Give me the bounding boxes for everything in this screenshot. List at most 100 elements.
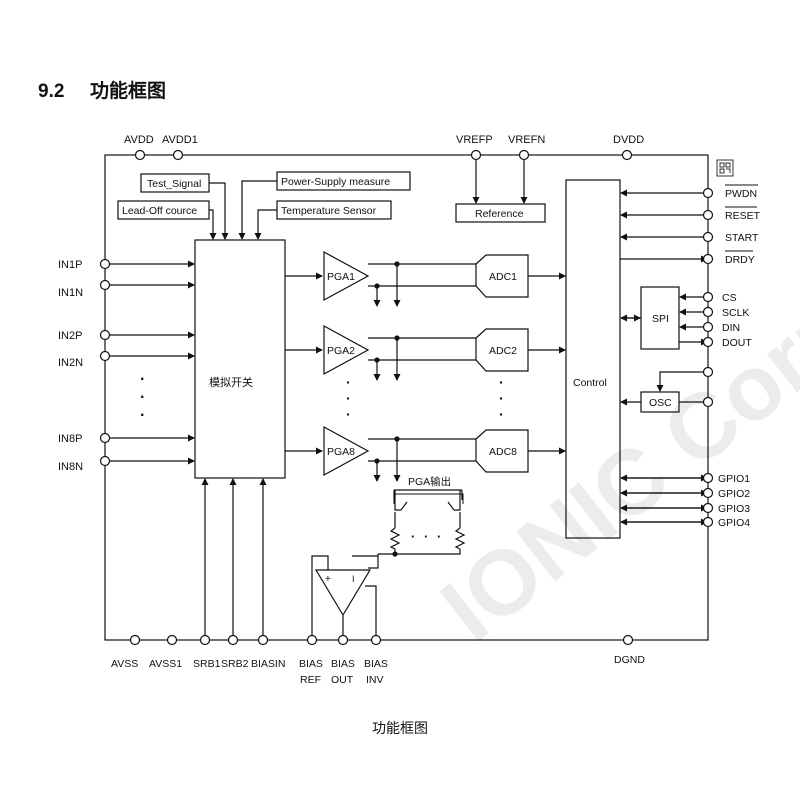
reference-block: [455, 203, 546, 223]
adc-ellipsis-3: ·: [499, 406, 504, 422]
pin-bias-ref: [306, 634, 318, 646]
label-gpio4: GPIO4: [718, 517, 750, 529]
label-in2n: IN2N: [58, 357, 83, 369]
label-srb2: SRB2: [221, 658, 249, 670]
label-in8n: IN8N: [58, 461, 83, 473]
section-heading: 9.2 功能框图: [38, 76, 166, 103]
label-gpio1: GPIO1: [718, 473, 750, 485]
label-pga8: PGA8: [327, 446, 355, 458]
resistor-ellipsis-3: ·: [437, 529, 441, 544]
adc-ellipsis-2: ·: [499, 390, 504, 406]
section-number: 9.2: [38, 81, 65, 102]
label-pga1: PGA1: [327, 271, 355, 283]
watermark: IONIC Corp: [423, 275, 800, 661]
opamp-plus: +: [325, 574, 331, 585]
label-start: START: [725, 232, 759, 244]
label-power-supply: Power-Supply measure: [281, 176, 390, 188]
label-in8p: IN8P: [58, 433, 82, 445]
label-dout: DOUT: [722, 337, 752, 349]
label-dgnd: DGND: [614, 654, 645, 666]
pin-avdd: [134, 149, 146, 161]
pga-ellipsis-1: ·: [346, 374, 351, 390]
bias-opamp: [314, 569, 372, 617]
pin-vrefn: [518, 149, 530, 161]
pin-avss1: [166, 634, 178, 646]
analog-switch-block: [194, 239, 286, 479]
label-temperature: Temperature Sensor: [281, 205, 377, 217]
pga-ellipsis-2: ·: [346, 390, 351, 406]
pin-gpio3: [702, 502, 714, 514]
adc2-block: [475, 328, 529, 372]
label-vrefn: VREFN: [508, 134, 545, 146]
label-in2p: IN2P: [58, 330, 82, 342]
label-reset: RESET: [725, 210, 761, 222]
pin-clk-2: [702, 396, 714, 408]
label-cs: CS: [722, 292, 737, 304]
section-title: 功能框图: [90, 81, 167, 102]
resistor-ellipsis-2: ·: [424, 529, 428, 544]
pin-dgnd: [622, 634, 634, 646]
label-bias-ref-2: REF: [300, 674, 321, 686]
resistor-ellipsis-1: ·: [411, 529, 415, 544]
qr-icon: [716, 159, 734, 177]
control-block: [565, 179, 621, 539]
pga1-amp: [323, 250, 370, 302]
pin-dvdd: [621, 149, 633, 161]
pin-in8p: [99, 432, 111, 444]
label-sclk: SCLK: [722, 307, 749, 319]
pin-reset: [702, 209, 714, 221]
pga-ellipsis-3: ·: [346, 406, 351, 422]
label-reference: Reference: [475, 208, 524, 220]
adc-ellipsis-1: ·: [499, 374, 504, 390]
label-in1p: IN1P: [58, 259, 82, 271]
pin-in1p: [99, 258, 111, 270]
label-analog-switch: 模拟开关: [209, 375, 253, 389]
label-bias-inv-1: BIAS: [364, 658, 388, 670]
pin-pwdn: [702, 187, 714, 199]
label-drdy: DRDY: [725, 254, 755, 266]
label-lead-off: Lead-Off cource: [122, 205, 197, 217]
label-in1n: IN1N: [58, 287, 83, 299]
label-bias-out-2: OUT: [331, 674, 354, 686]
pin-gpio2: [702, 487, 714, 499]
label-srb1: SRB1: [193, 658, 221, 670]
label-dvdd: DVDD: [613, 134, 644, 146]
label-test-signal: Test_Signal: [147, 178, 201, 190]
figure-caption: 功能框图: [372, 721, 428, 737]
pin-avss: [129, 634, 141, 646]
pin-gpio4: [702, 516, 714, 528]
pga2-amp: [323, 324, 370, 376]
pin-bias-out: [337, 634, 349, 646]
pin-gpio1: [702, 472, 714, 484]
pin-in2n: [99, 350, 111, 362]
label-adc2: ADC2: [489, 345, 517, 357]
pin-in1n: [99, 279, 111, 291]
label-avss: AVSS: [111, 658, 138, 670]
label-adc1: ADC1: [489, 271, 517, 283]
adc1-block: [475, 254, 529, 298]
label-adc8: ADC8: [489, 446, 517, 458]
pin-drdy: [702, 253, 714, 265]
label-gpio2: GPIO2: [718, 488, 750, 500]
label-din: DIN: [722, 322, 740, 334]
pin-clk-1: [702, 366, 714, 378]
opamp-minus: I: [352, 574, 355, 584]
pin-dout: [702, 336, 714, 348]
pga8-amp: [323, 425, 370, 477]
label-gpio3: GPIO3: [718, 503, 750, 515]
pin-srb1: [199, 634, 211, 646]
label-pwdn: PWDN: [725, 188, 757, 200]
label-bias-inv-2: INV: [366, 674, 384, 686]
label-avdd1: AVDD1: [162, 134, 198, 146]
input-ellipsis-2: ·: [140, 389, 145, 406]
pin-in2p: [99, 329, 111, 341]
label-control: Control: [573, 377, 607, 389]
label-spi: SPI: [652, 313, 669, 325]
label-biasin: BIASIN: [251, 658, 285, 670]
pin-start: [702, 231, 714, 243]
input-ellipsis-1: ·: [140, 371, 145, 388]
pin-din: [702, 321, 714, 333]
label-avdd: AVDD: [124, 134, 154, 146]
pin-in8n: [99, 455, 111, 467]
